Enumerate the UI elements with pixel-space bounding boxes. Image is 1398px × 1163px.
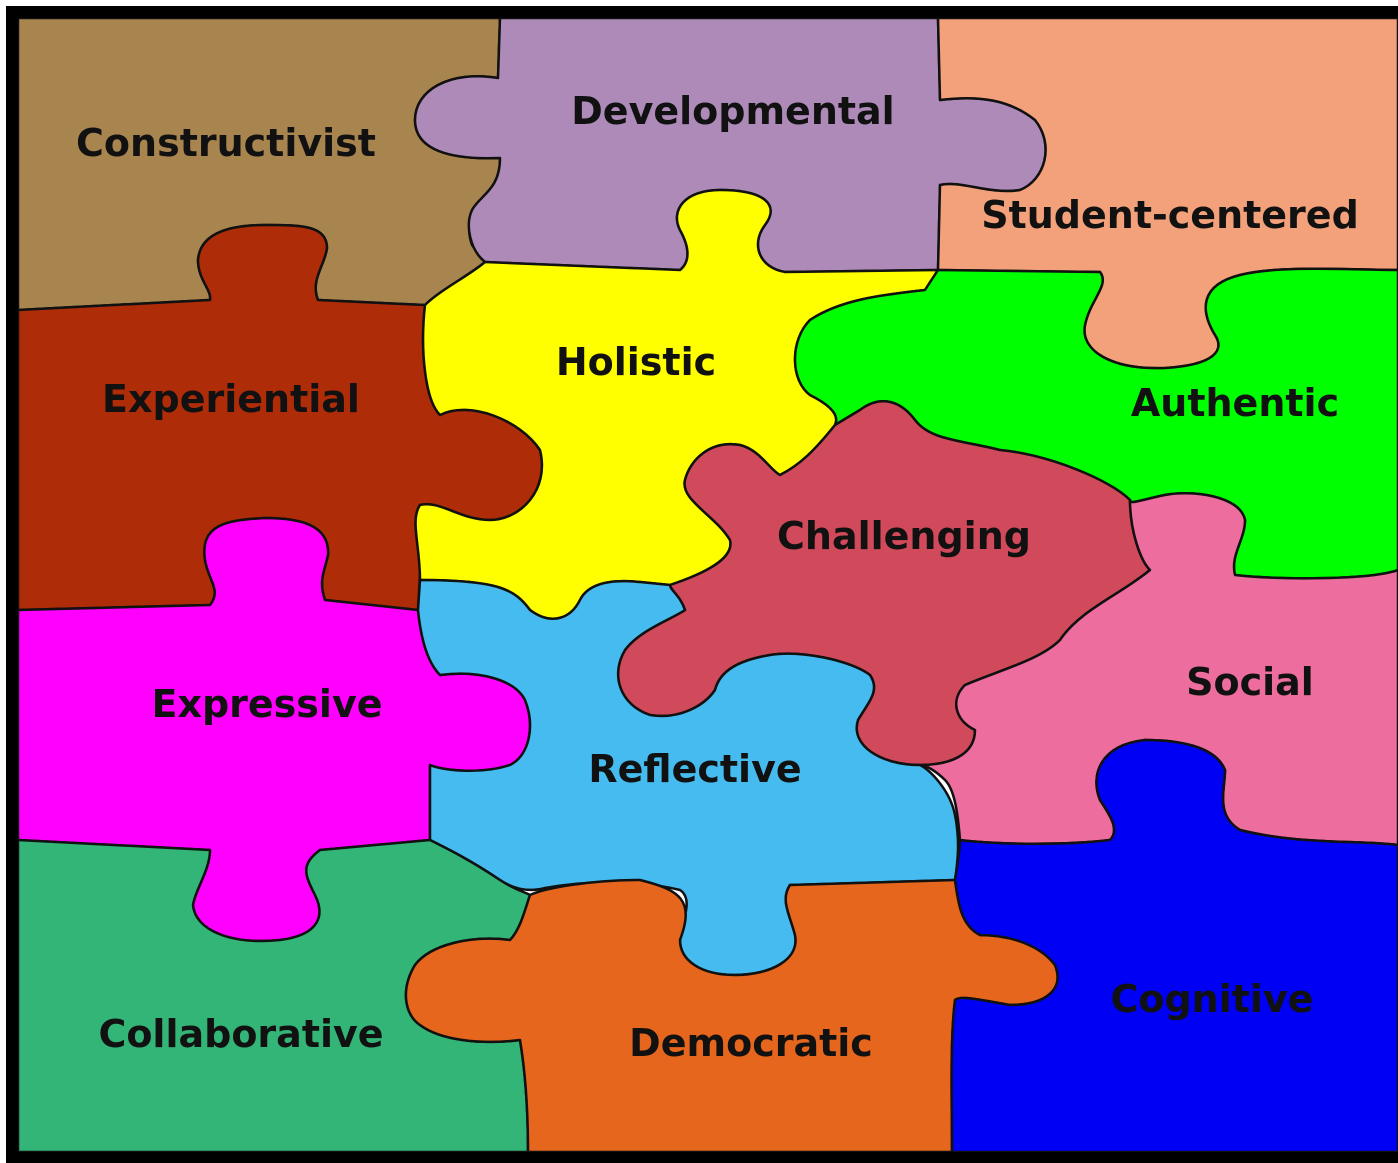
puzzle-frame xyxy=(6,6,1398,1163)
label-reflective: Reflective xyxy=(588,747,801,791)
label-constructivist: Constructivist xyxy=(76,121,376,165)
label-democratic: Democratic xyxy=(629,1021,873,1065)
label-authentic: Authentic xyxy=(1131,381,1339,425)
label-social: Social xyxy=(1186,660,1314,704)
piece-reflective xyxy=(416,578,960,977)
label-developmental: Developmental xyxy=(571,89,894,133)
label-holistic: Holistic xyxy=(556,340,716,384)
label-expressive: Expressive xyxy=(152,682,383,726)
piece-cognitive xyxy=(950,738,1398,1154)
label-challenging: Challenging xyxy=(777,514,1031,558)
label-cognitive: Cognitive xyxy=(1110,977,1313,1021)
label-experiential: Experiential xyxy=(102,377,360,421)
label-collaborative: Collaborative xyxy=(98,1012,383,1056)
label-student-centered: Student-centered xyxy=(981,193,1359,237)
